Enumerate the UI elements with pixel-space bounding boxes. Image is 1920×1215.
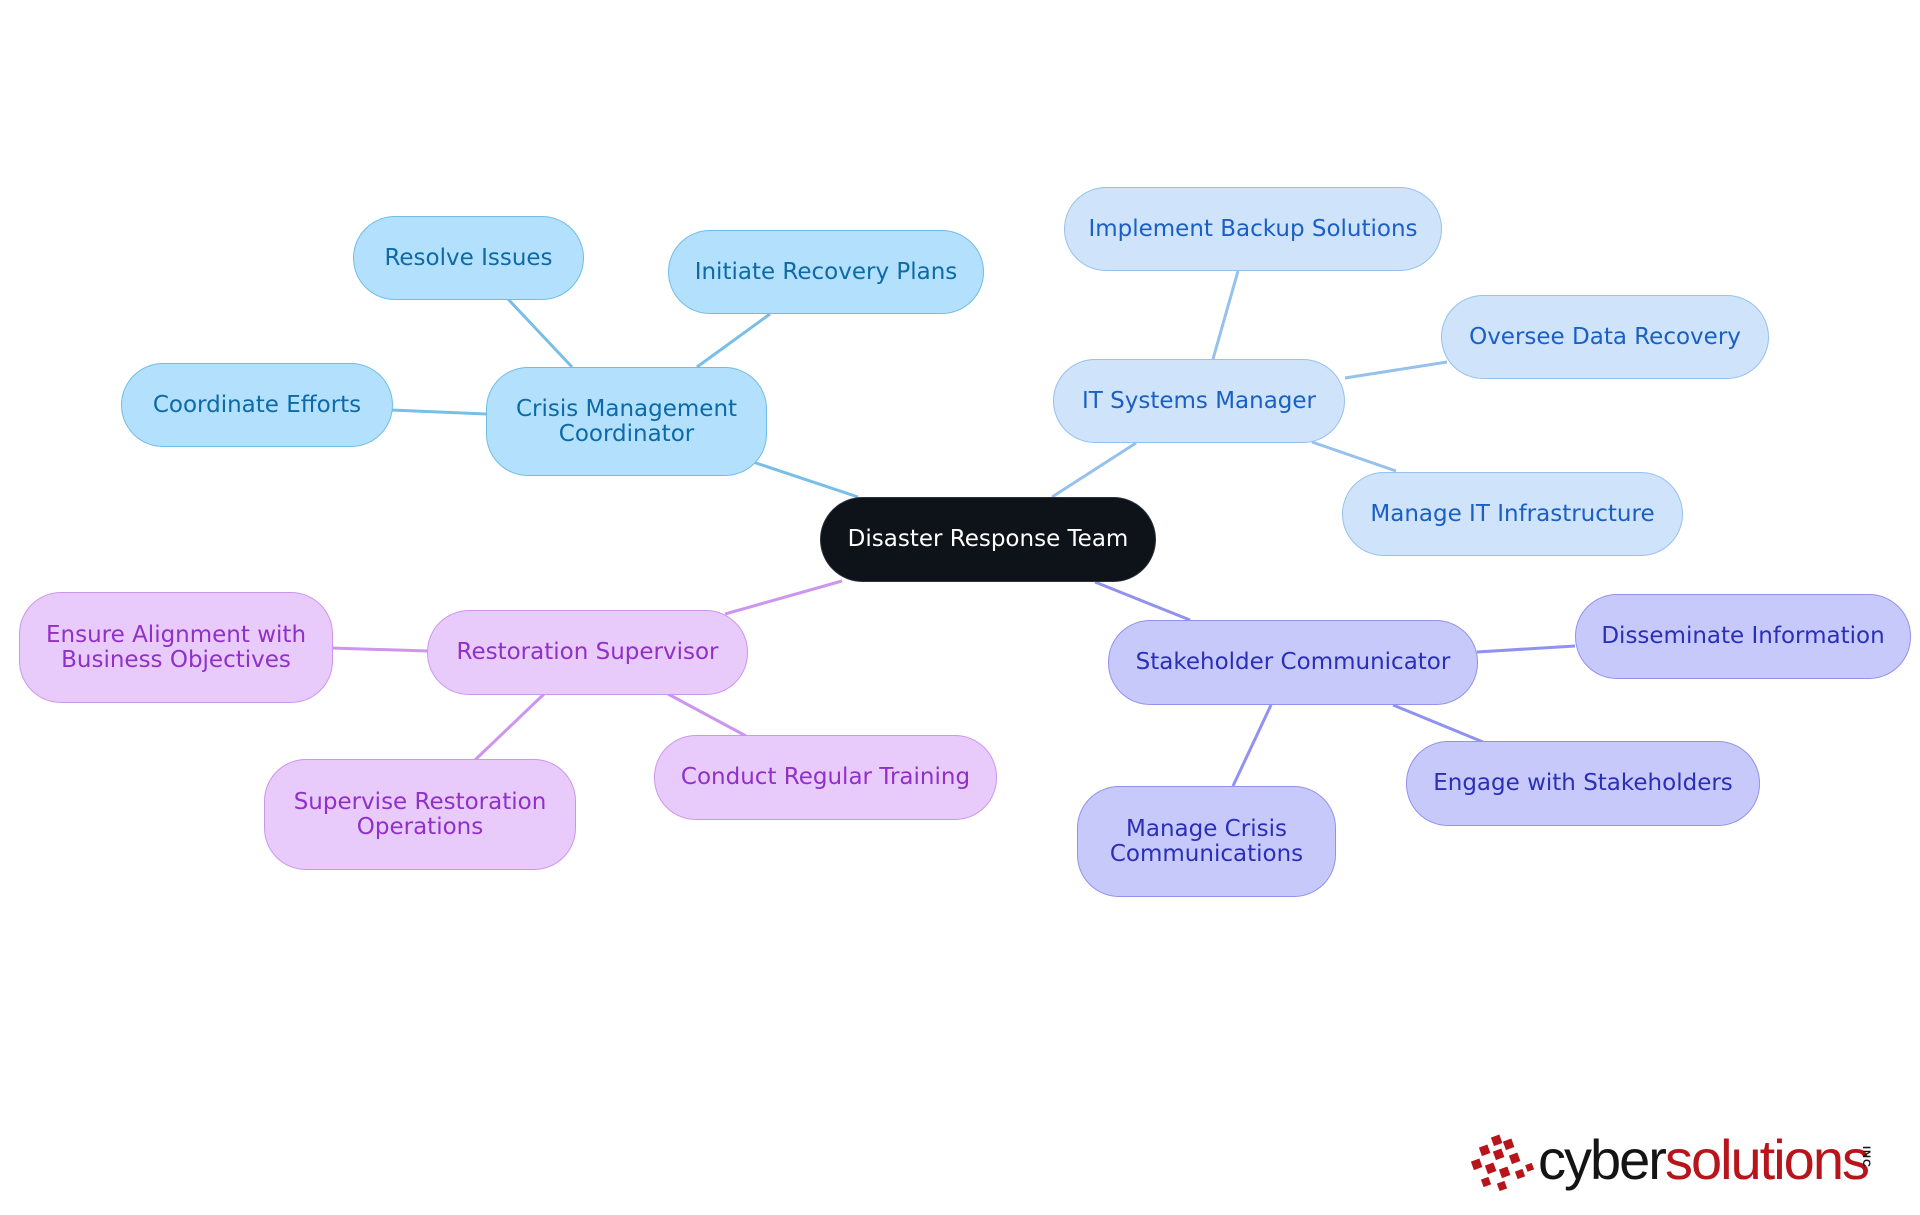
leaf-resolve-issues: Resolve Issues: [353, 216, 584, 300]
cybersolutions-logo: cybersolutions INC: [1470, 1128, 1890, 1198]
edge-root-it: [1051, 441, 1137, 499]
edge-root-crisis: [749, 459, 859, 499]
root-node: Disaster Response Team: [820, 497, 1156, 582]
edge-crisis-coordinate: [390, 408, 487, 416]
leaf-coordinate-efforts: Coordinate Efforts: [121, 363, 393, 447]
edge-restoration-supervise: [473, 692, 546, 762]
edge-stakeholder-disseminate: [1476, 644, 1576, 654]
leaf-oversee-data-recovery: Oversee Data Recovery: [1441, 295, 1769, 379]
edge-stakeholder-crisiscomm: [1231, 704, 1273, 787]
logo-text-solutions: solutions: [1664, 1128, 1870, 1191]
leaf-manage-it-infrastructure: Manage IT Infrastructure: [1342, 472, 1683, 556]
branch-restoration-supervisor: Restoration Supervisor: [427, 610, 748, 695]
edge-it-manage: [1311, 440, 1397, 473]
edge-it-backup: [1211, 270, 1240, 360]
leaf-engage-with-stakeholders: Engage with Stakeholders: [1406, 741, 1760, 826]
edge-restoration-ensure: [330, 646, 429, 653]
leaf-initiate-recovery-plans: Initiate Recovery Plans: [668, 230, 984, 314]
edge-it-oversee: [1344, 360, 1448, 380]
logo-wordmark: cybersolutions: [1538, 1128, 1870, 1191]
edge-root-restoration: [724, 579, 843, 616]
edge-crisis-resolve: [506, 297, 574, 369]
leaf-supervise-restoration-operations: Supervise Restoration Operations: [264, 759, 576, 870]
leaf-implement-backup-solutions: Implement Backup Solutions: [1064, 187, 1442, 271]
leaf-manage-crisis-communications: Manage Crisis Communications: [1077, 786, 1336, 897]
leaf-ensure-alignment: Ensure Alignment with Business Objective…: [19, 592, 333, 703]
edge-crisis-initiate: [696, 312, 771, 369]
branch-crisis-management-coordinator: Crisis Management Coordinator: [486, 367, 767, 476]
edge-root-stakeholder: [1094, 580, 1191, 622]
logo-mark-icon: [1470, 1134, 1535, 1192]
edge-stakeholder-engage: [1392, 703, 1484, 744]
logo-text-cyber: cyber: [1538, 1128, 1667, 1191]
branch-it-systems-manager: IT Systems Manager: [1053, 359, 1345, 443]
logo-inc-suffix: INC: [1860, 1146, 1872, 1168]
leaf-disseminate-information: Disseminate Information: [1575, 594, 1911, 679]
branch-stakeholder-communicator: Stakeholder Communicator: [1108, 620, 1478, 705]
edge-restoration-training: [667, 692, 747, 738]
leaf-conduct-regular-training: Conduct Regular Training: [654, 735, 997, 820]
